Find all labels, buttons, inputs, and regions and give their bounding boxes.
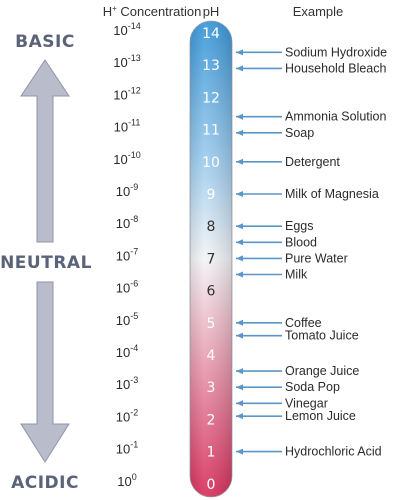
example-label: Milk of Magnesia	[285, 187, 379, 201]
direction-arrows	[20, 59, 70, 463]
concentration-value: 10-2	[116, 407, 138, 424]
example-label: Household Bleach	[285, 61, 387, 75]
ph-tube-shading	[190, 21, 232, 497]
ph-value: 10	[202, 155, 220, 171]
concentration-value: 10-9	[116, 182, 138, 199]
example-label: Soap	[285, 126, 314, 140]
ph-value: 2	[207, 412, 216, 428]
concentration-value: 10-13	[113, 53, 140, 70]
ph-value: 5	[207, 316, 216, 332]
example-label: Detergent	[285, 155, 340, 169]
concentration-value: 10-3	[116, 375, 138, 392]
ph-value: 0	[207, 477, 216, 493]
concentration-value: 10-12	[113, 85, 140, 102]
concentration-value: 10-1	[116, 440, 138, 457]
ph-value: 12	[202, 90, 220, 106]
example-label: Lemon Juice	[285, 409, 356, 423]
up-arrow-basic	[20, 59, 70, 243]
header-example: Example	[293, 4, 344, 19]
example-label: Eggs	[285, 219, 314, 233]
concentration-value: 10-10	[113, 150, 140, 167]
ph-value: 14	[202, 26, 220, 42]
concentration-column: 10-14 10-13 10-12 10-11 10-10 10-9 10-8 10-7 10-…	[113, 21, 140, 489]
example-label: Hydrochloric Acid	[285, 445, 382, 459]
concentration-value: 10-7	[116, 246, 138, 263]
ph-value: 4	[207, 348, 216, 364]
ph-value: 3	[207, 380, 216, 396]
example-label: Milk	[285, 268, 308, 282]
example-label: Vinegar	[285, 396, 328, 410]
example-label: Pure Water	[285, 251, 348, 265]
concentration-value: 10-8	[116, 214, 138, 231]
ph-value: 7	[207, 251, 216, 267]
concentration-value: 100	[117, 472, 136, 489]
down-arrow-acidic	[20, 281, 70, 463]
concentration-value: 10-11	[114, 118, 141, 135]
example-label: Sodium Hydroxide	[285, 45, 387, 59]
example-label: Coffee	[285, 316, 322, 330]
ph-value: 6	[207, 284, 216, 300]
concentration-value: 10-6	[116, 279, 138, 296]
ph-value: 13	[202, 58, 220, 74]
ph-value: 8	[207, 219, 216, 235]
ph-value: 1	[207, 445, 216, 461]
header-ph: pH	[203, 4, 220, 19]
example-label: Orange Juice	[285, 364, 359, 378]
example-label: Blood	[285, 235, 317, 249]
example-label: Soda Pop	[285, 380, 340, 394]
label-basic: BASIC	[15, 32, 75, 52]
example-label: Ammonia Solution	[285, 110, 386, 124]
ph-value: 11	[202, 123, 220, 139]
label-neutral: NEUTRAL	[0, 253, 92, 273]
ph-value: 9	[207, 187, 216, 203]
concentration-value: 10-14	[113, 21, 140, 38]
example-label: Tomato Juice	[285, 329, 359, 343]
label-acidic: ACIDIC	[11, 473, 79, 493]
header-concentration: H+ Concentration	[103, 4, 202, 19]
concentration-value: 10-5	[116, 311, 138, 328]
concentration-value: 10-4	[116, 343, 138, 360]
